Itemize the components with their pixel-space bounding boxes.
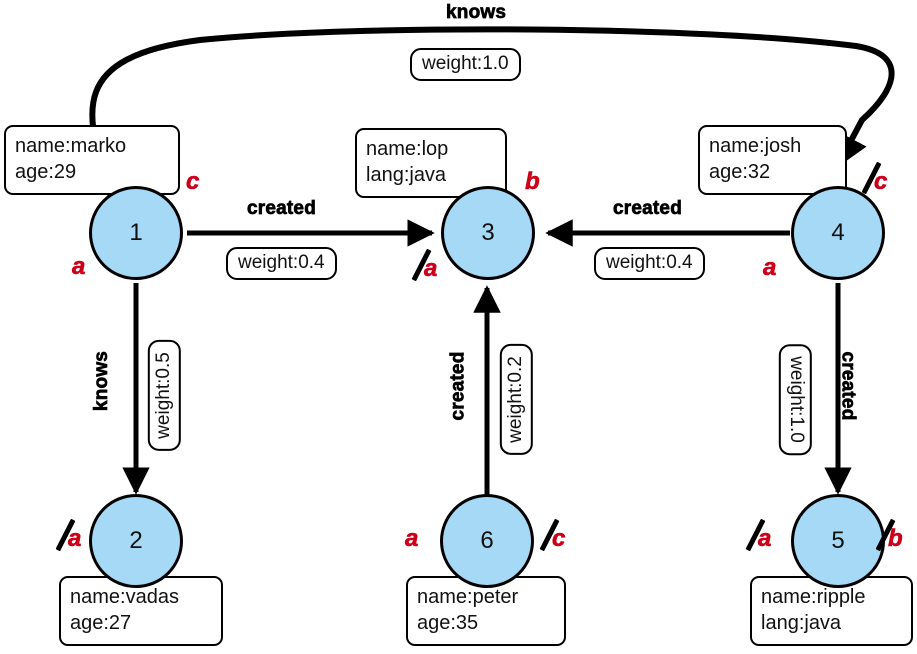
- edge-weight-1-created-3: weight:0.4: [226, 247, 337, 280]
- propbox-vertex-4: name:josh age:32: [698, 125, 847, 196]
- annotation-letter: a: [68, 525, 82, 552]
- annotation-vertex-5-b-struck: b: [875, 518, 903, 552]
- vertex-4[interactable]: 4: [791, 186, 885, 280]
- edge-label-1-knows-2: knows: [91, 350, 113, 412]
- annotation-letter: c: [552, 525, 566, 552]
- edge-label-4-created-5: created: [837, 351, 859, 421]
- propbox-vertex-1: name:marko age:29: [4, 125, 180, 196]
- propbox-vertex-2-line-2: age:27: [70, 611, 132, 634]
- annotation-letter: b: [888, 525, 903, 552]
- edge-weight-1-knows-4: weight:1.0: [410, 48, 521, 81]
- edge-label-4-created-3: created: [613, 198, 683, 220]
- annotation-vertex-4-a: a: [763, 254, 777, 281]
- edge-weight-4-created-5: weight:1.0: [778, 344, 812, 455]
- vertex-5-label: 5: [831, 527, 845, 554]
- propbox-vertex-3-line-2: lang:java: [366, 163, 447, 186]
- vertex-2[interactable]: 2: [89, 494, 183, 588]
- annotation-letter: a: [424, 255, 438, 282]
- propbox-vertex-6-line-1: name:peter: [417, 586, 519, 608]
- edge-weight-6-created-3: weight:0.2: [499, 344, 533, 455]
- edge-label-1-created-3: created: [247, 198, 317, 220]
- annotation-letter: b: [525, 168, 540, 195]
- vertex-1-label: 1: [129, 219, 143, 246]
- propbox-vertex-6-line-2: age:35: [417, 611, 479, 634]
- propbox-vertex-4-line-2: age:32: [709, 160, 771, 183]
- vertex-1[interactable]: 1: [89, 186, 183, 280]
- annotation-vertex-4-c-struck: c: [861, 161, 888, 195]
- edge-weight-4-created-3: weight:0.4: [594, 247, 705, 280]
- annotation-vertex-1-a: a: [72, 253, 86, 280]
- annotation-letter: a: [72, 253, 86, 280]
- edge-label-1-knows-4: knows: [446, 2, 507, 24]
- propbox-vertex-3-line-1: name:lop: [366, 138, 449, 160]
- annotation-vertex-6-a: a: [405, 525, 419, 552]
- annotation-vertex-6-c-struck: c: [539, 518, 566, 552]
- annotation-vertex-3-a-struck: a: [411, 248, 438, 282]
- propbox-vertex-2-line-1: name:vadas: [70, 586, 179, 608]
- annotation-letter: a: [758, 525, 772, 552]
- propbox-vertex-5-line-1: name:ripple: [761, 586, 866, 608]
- propbox-vertex-1-line-2: age:29: [15, 160, 77, 183]
- propbox-vertex-1-line-1: name:marko: [15, 135, 127, 157]
- vertex-3-label: 3: [481, 219, 495, 246]
- annotation-letter: c: [186, 168, 200, 195]
- annotation-vertex-3-b: b: [525, 168, 540, 195]
- annotation-vertex-2-a-struck: a: [55, 518, 82, 552]
- propbox-vertex-5-line-2: lang:java: [761, 611, 842, 634]
- vertex-6[interactable]: 6: [440, 494, 534, 588]
- annotation-vertex-1-c: c: [186, 168, 200, 195]
- vertex-3[interactable]: 3: [441, 186, 535, 280]
- vertex-6-label: 6: [480, 527, 494, 554]
- vertex-5[interactable]: 5: [791, 494, 885, 588]
- annotation-vertex-5-a-struck: a: [745, 518, 772, 552]
- vertex-4-label: 4: [831, 219, 845, 246]
- annotation-letter: a: [405, 525, 419, 552]
- annotation-letter: a: [763, 254, 777, 281]
- propbox-vertex-4-line-1: name:josh: [709, 135, 802, 157]
- propbox-vertex-5: name:ripple lang:java: [750, 576, 913, 647]
- vertex-2-label: 2: [129, 527, 143, 554]
- edge-label-6-created-3: created: [447, 351, 469, 421]
- edge-weight-1-knows-2: weight:0.5: [147, 340, 181, 451]
